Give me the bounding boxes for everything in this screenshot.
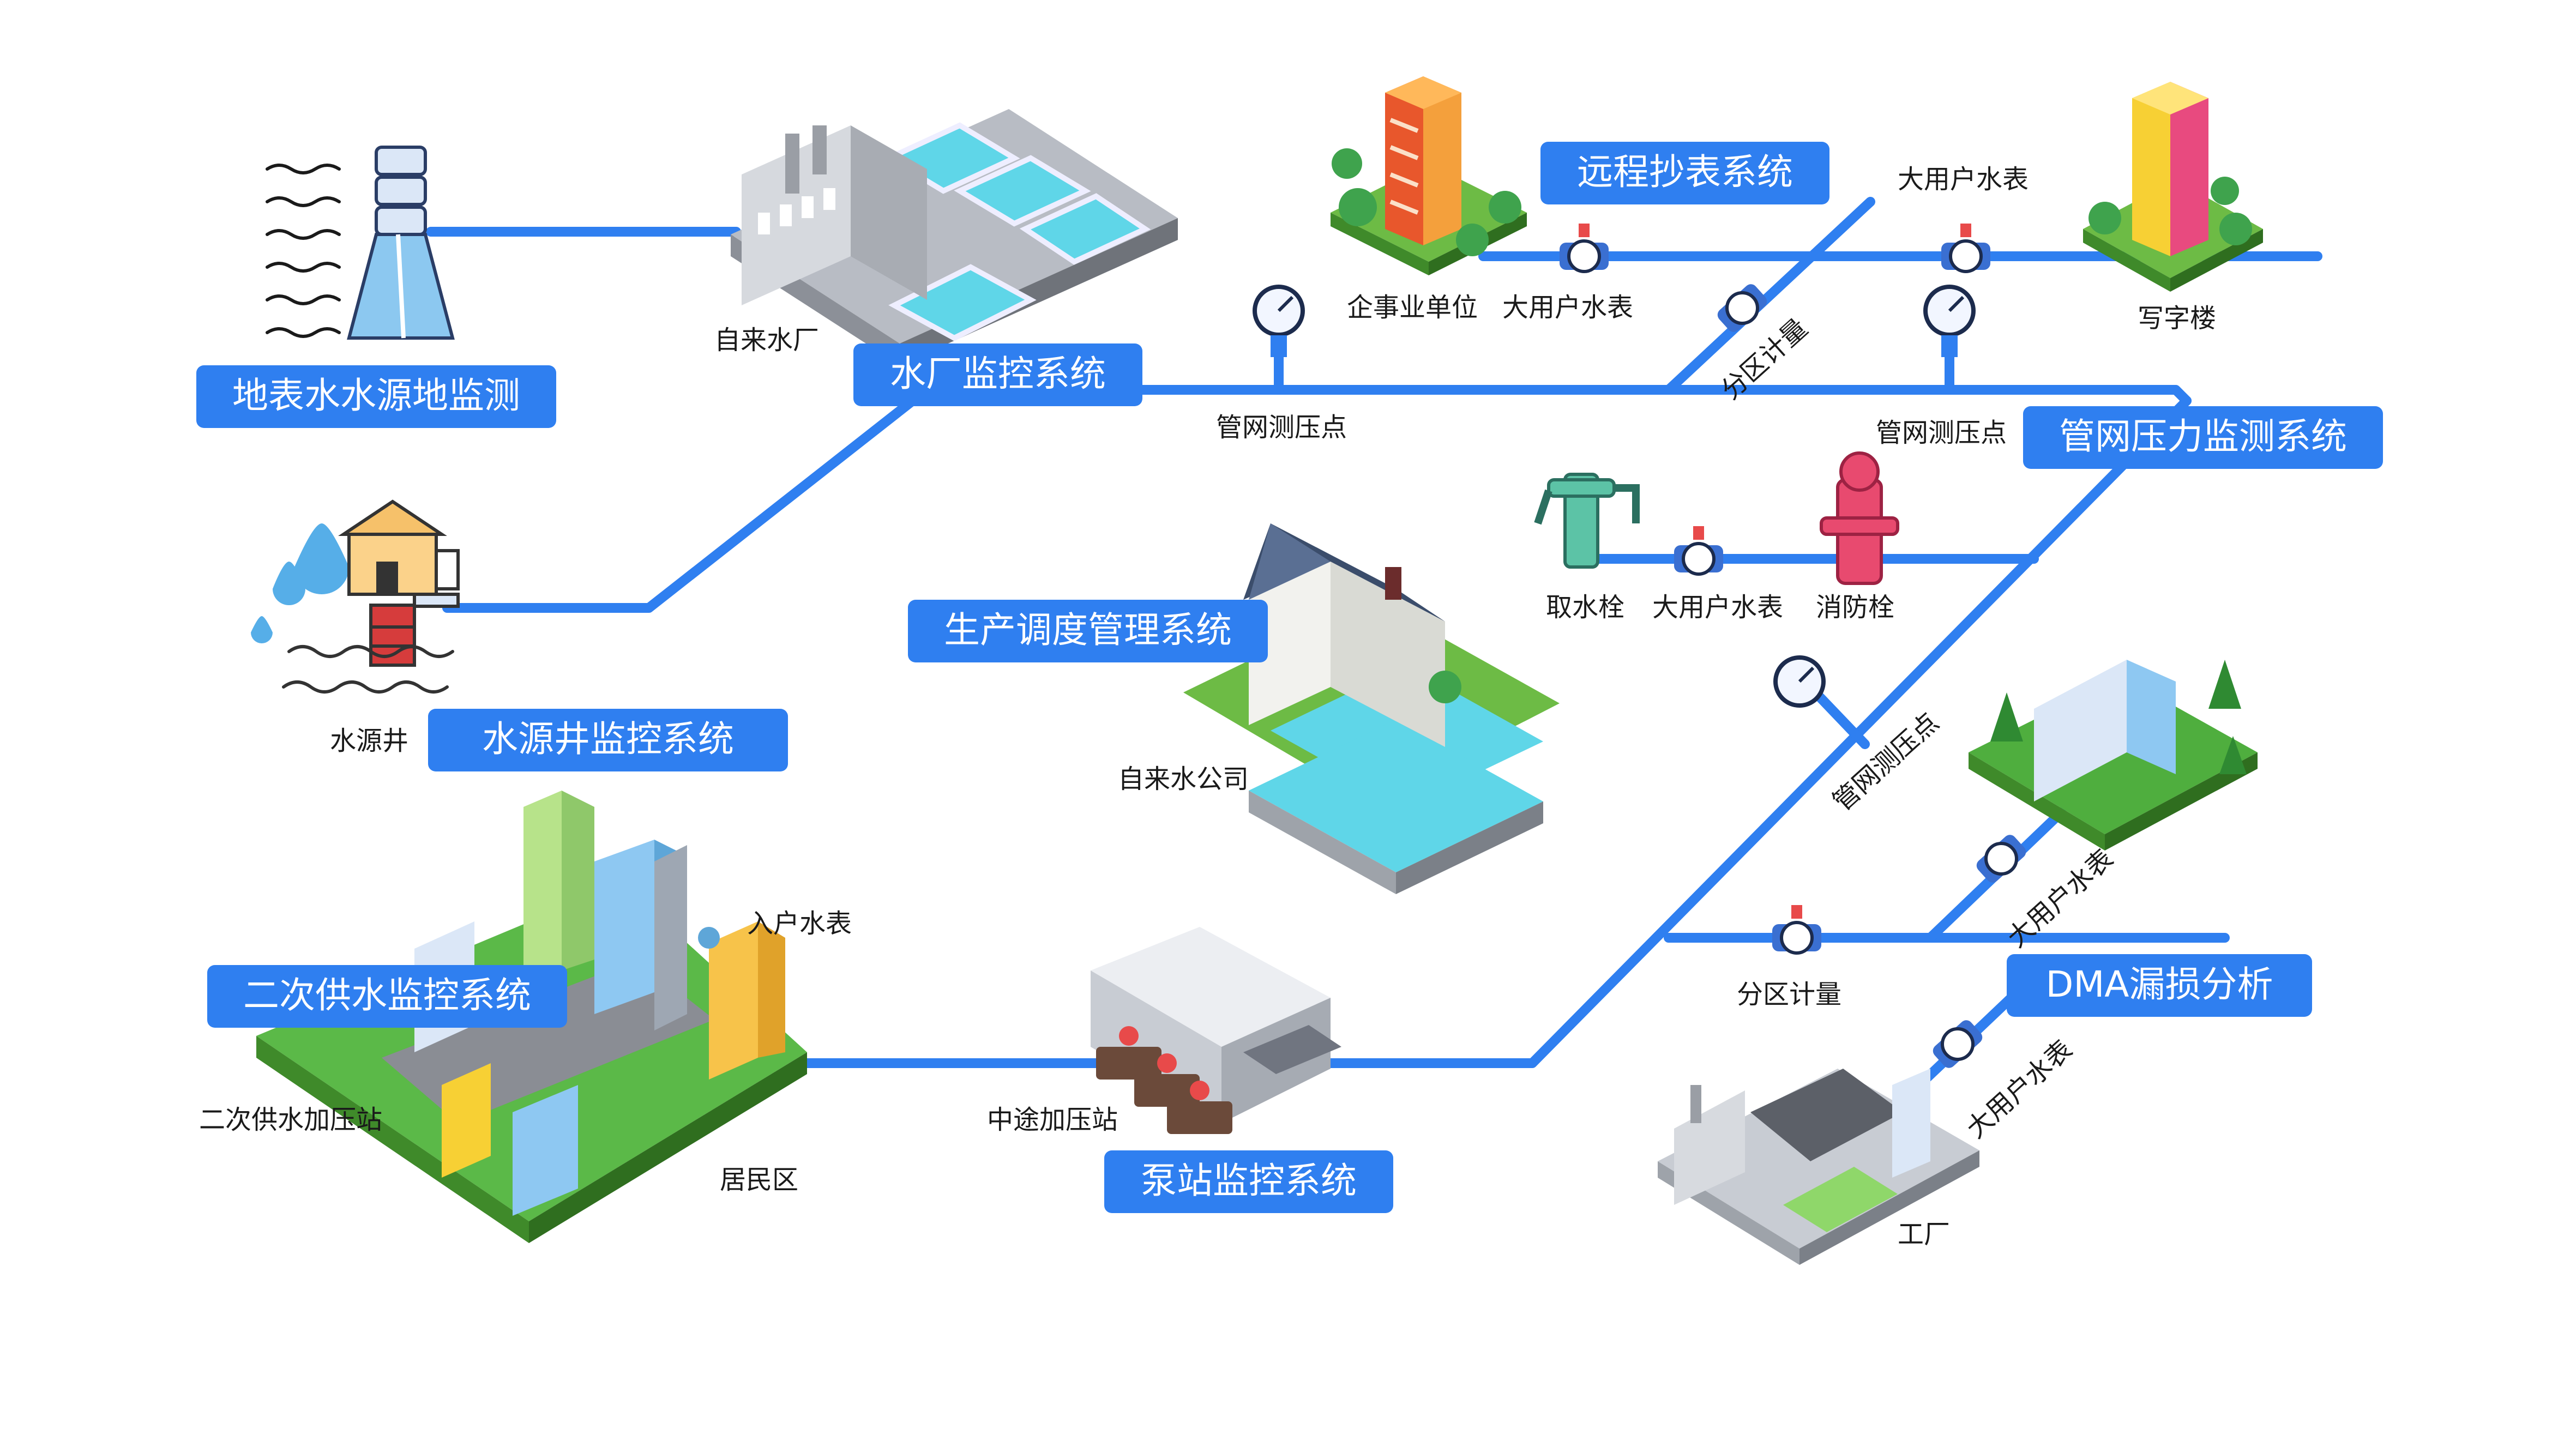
label-hydrant-take: 取水栓 [1546,592,1624,623]
system-badge-dispatch[interactable]: 生产调度管理系统 [908,600,1268,662]
water-tower-icon [266,146,455,340]
valve-meter-icon [1976,835,2026,883]
label-residential: 居民区 [720,1165,798,1195]
svg-text:水源井监控系统: 水源井监控系统 [482,718,734,760]
water-treatment-plant-icon [731,109,1178,365]
label-well: 水源井 [330,726,408,756]
system-badge-plant[interactable]: 水厂监控系统 [853,343,1142,406]
svg-text:二次供水监控系统: 二次供水监控系统 [243,974,531,1016]
pipe-zone-diagonal [1664,197,1875,395]
valve-meter-icon [1941,224,1990,273]
pipe-main-trunk [1086,385,2192,406]
pressure-gauge-icon [1923,285,1976,357]
label-household-meter: 入户水表 [747,908,852,939]
pump-well-icon [251,499,460,694]
svg-text:地表水水源地监测: 地表水水源地监测 [232,375,520,417]
enterprise-building-icon [1331,76,1527,275]
label-enterprise: 企事业单位 [1347,292,1478,323]
booster-station-icon [1091,927,1341,1134]
pipe-diagonal-main [802,396,2192,1068]
label-pressure-point-1: 管网测压点 [1216,412,1347,443]
system-badge-surface-water[interactable]: 地表水水源地监测 [196,365,556,428]
label-fire-hydrant: 消防栓 [1816,592,1894,623]
system-badge-secondary[interactable]: 二次供水监控系统 [207,965,567,1028]
company-house-icon [1183,523,1560,894]
label-booster: 中途加压站 [987,1105,1118,1135]
valve-meter-icon [1933,1020,1983,1068]
svg-text:管网压力监测系统: 管网压力监测系统 [2059,415,2347,457]
system-badge-well[interactable]: 水源井监控系统 [428,709,788,771]
svg-text:生产调度管理系统: 生产调度管理系统 [944,609,1232,651]
pressure-gauge-icon [1253,285,1305,357]
green-campus-icon [1969,660,2258,851]
valve-meter-icon [1772,905,1821,955]
label-big-meter-5: 大用户水表 [1961,1034,2079,1144]
label-big-meter-2: 大用户水表 [1898,164,2029,195]
label-secondary-station: 二次供水加压站 [199,1105,382,1135]
pressure-gauge-icon [1773,655,1826,708]
svg-text:泵站监控系统: 泵站监控系统 [1141,1160,1357,1202]
label-pressure-point-2: 管网测压点 [1876,418,2007,448]
svg-text:远程抄表系统: 远程抄表系统 [1577,151,1793,193]
label-big-meter-3: 大用户水表 [1652,592,1783,623]
system-badge-pressure[interactable]: 管网压力监测系统 [2023,406,2383,469]
label-zone-meter-2: 分区计量 [1737,979,1841,1010]
system-badge-dma[interactable]: DMA漏损分析 [2007,954,2312,1017]
hydrant-take-icon [1534,473,1640,569]
fire-hydrant-icon [1820,451,1899,585]
svg-text:DMA漏损分析: DMA漏损分析 [2046,963,2273,1005]
valve-meter-icon [1674,526,1723,576]
svg-text:水厂监控系统: 水厂监控系统 [890,353,1106,395]
valve-meter-icon [1560,224,1609,273]
pipe-well-to-plant [442,393,921,613]
label-factory: 工厂 [1898,1219,1950,1250]
label-company: 自来水公司 [1118,764,1249,794]
system-badge-pump[interactable]: 泵站监控系统 [1104,1150,1393,1213]
system-badge-meter-reading[interactable]: 远程抄表系统 [1540,142,1829,204]
label-office: 写字楼 [2138,303,2216,334]
office-tower-icon [2083,82,2263,292]
factory-icon [1658,1069,1979,1265]
label-plant: 自来水厂 [714,325,819,355]
label-big-meter-1: 大用户水表 [1502,292,1633,323]
valve-meter-icon [1717,284,1767,332]
